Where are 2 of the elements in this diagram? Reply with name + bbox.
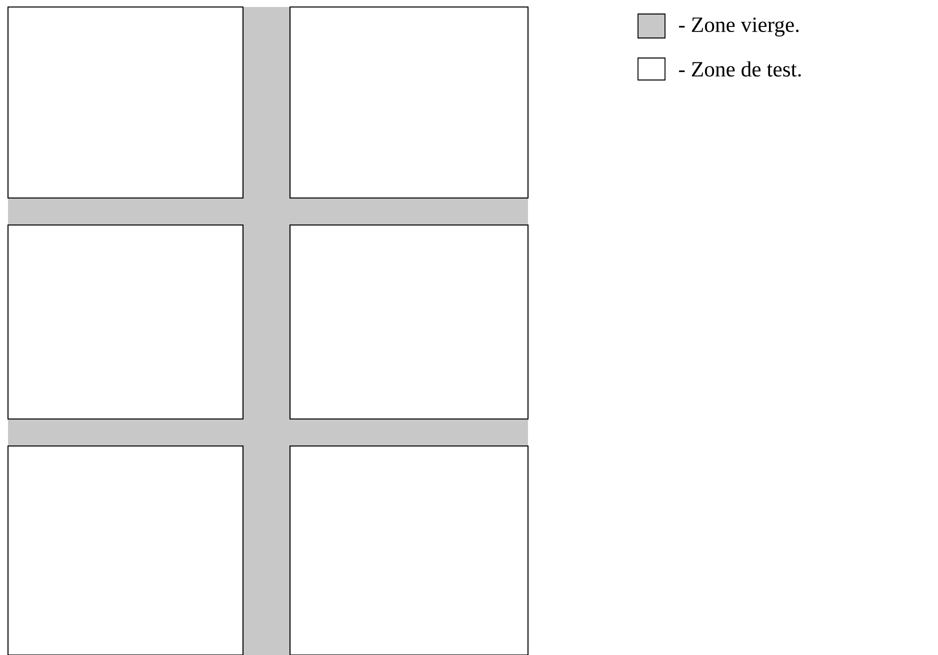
legend-label: - Zone de test. (679, 61, 801, 77)
legend-label: - Zone vierge. (679, 17, 799, 37)
